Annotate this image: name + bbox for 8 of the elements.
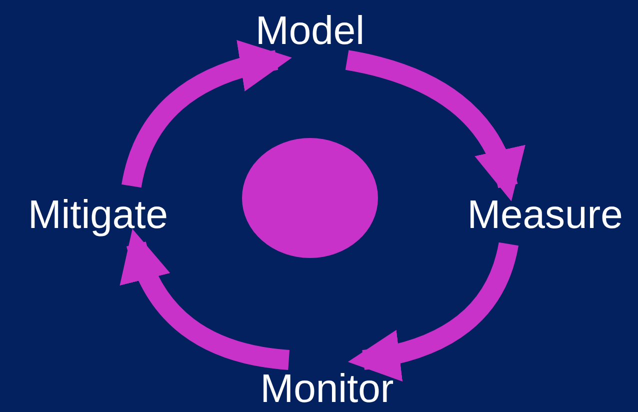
curved-arrow [122,41,292,188]
stage-label: Measure [455,192,635,238]
stage-label: Mitigate [8,192,188,238]
curved-arrow [348,242,518,380]
curved-arrow [122,229,290,370]
stage-label: Monitor [242,366,412,412]
stage-label: Model [240,8,380,54]
curved-arrow [345,50,524,202]
